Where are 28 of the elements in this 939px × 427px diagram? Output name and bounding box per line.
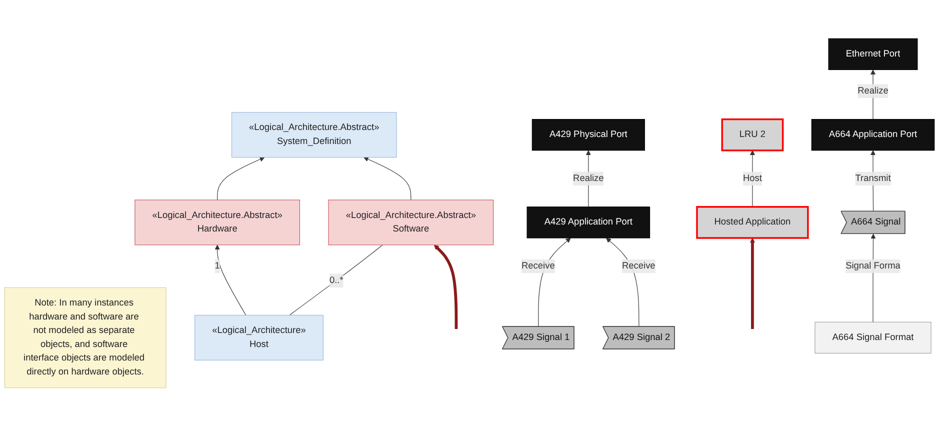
edge-label: Host (742, 174, 762, 184)
arrow (750, 238, 755, 330)
node-box: Hosted Application (696, 206, 809, 240)
edge-label: Transmit (855, 174, 891, 184)
arrow (750, 150, 755, 208)
edge-label: Receive (622, 261, 656, 272)
node-box: A664 Application Port (811, 119, 935, 151)
edge-label: 0..* (329, 276, 344, 286)
edge-label: Receive (522, 261, 555, 272)
node-box: Ethernet Port (828, 38, 918, 70)
node-box: A429 Application Port (526, 206, 650, 239)
node-box: A664 Signal Format (814, 322, 932, 354)
connector (289, 244, 383, 316)
node-box: A429 Physical Port (532, 119, 645, 151)
edge-label: 1 (214, 261, 220, 272)
node-box: «Logical_Architecture» Host (194, 315, 324, 361)
arrow (434, 244, 458, 330)
edge-label: Realize (858, 86, 888, 96)
node-box: LRU 2 (721, 118, 784, 152)
edge-label: Realize (573, 174, 604, 184)
arrow (217, 157, 265, 201)
arrow (364, 157, 412, 201)
edge-label: Signal Forma (846, 261, 900, 272)
node-box: «Logical_Architecture.Abstract» Software (328, 200, 494, 246)
arrow (214, 244, 246, 316)
node-box: «Logical_Architecture.Abstract» Hardware (134, 200, 300, 246)
node-box: «Logical_Architecture.Abstract» System_Definition (231, 112, 397, 158)
node-box: Note: In many instances hardware and software are not modeled as separate objects, and software interface objects are modeled directly on hardware objects. (4, 288, 166, 388)
